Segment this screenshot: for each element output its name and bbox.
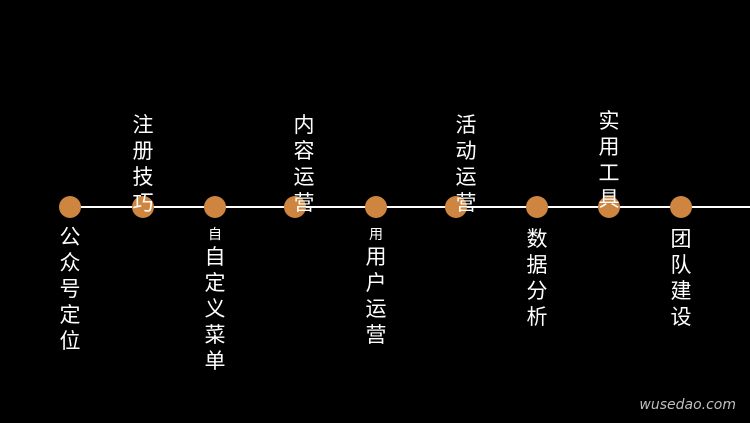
timeline-label-text: 用户运营 <box>365 245 387 347</box>
timeline-node <box>204 196 226 218</box>
watermark: wusedao.com <box>639 397 736 413</box>
timeline-label-prefix: 用 <box>369 227 383 243</box>
timeline-label: 自 自定义菜单 <box>202 226 228 374</box>
timeline-node <box>132 196 154 218</box>
timeline-label: 用 用户运营 <box>363 226 389 348</box>
timeline-label-prefix: 自 <box>208 227 222 243</box>
timeline-label: 活动运营 <box>453 112 479 216</box>
timeline-label: 数据分析 <box>524 226 550 330</box>
timeline-node <box>526 196 548 218</box>
timeline-label-text: 数据分析 <box>526 227 548 329</box>
timeline-label: 实用工具 <box>596 108 622 212</box>
timeline-node <box>670 196 692 218</box>
timeline-node <box>59 196 81 218</box>
timeline-label-text: 注册技巧 <box>132 113 154 215</box>
timeline-node <box>445 196 467 218</box>
timeline-label: 公众号定位 <box>57 224 83 354</box>
timeline-label-text: 内容运营 <box>293 113 315 215</box>
timeline-label: 注册技巧 <box>130 112 156 216</box>
timeline-label-text: 自定义菜单 <box>204 245 226 373</box>
timeline-label-text: 公众号定位 <box>59 225 81 353</box>
timeline-label-text: 活动运营 <box>455 113 477 215</box>
timeline-node <box>284 196 306 218</box>
timeline-node <box>598 196 620 218</box>
timeline-label: 内容运营 <box>291 112 317 216</box>
timeline-node <box>365 196 387 218</box>
timeline-label-text: 团队建设 <box>670 227 692 329</box>
timeline-label: 团队建设 <box>668 226 694 330</box>
timeline-line <box>70 206 750 208</box>
timeline-label-text: 实用工具 <box>598 109 620 211</box>
